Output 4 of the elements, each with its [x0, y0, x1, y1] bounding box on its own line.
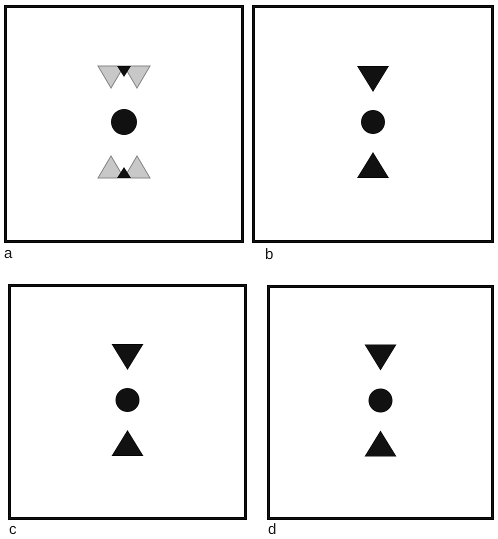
panel-letter: c: [9, 522, 16, 537]
panel-letter: b: [265, 247, 274, 262]
panel-letter: d: [268, 522, 276, 537]
panel-letter: a: [4, 246, 12, 261]
